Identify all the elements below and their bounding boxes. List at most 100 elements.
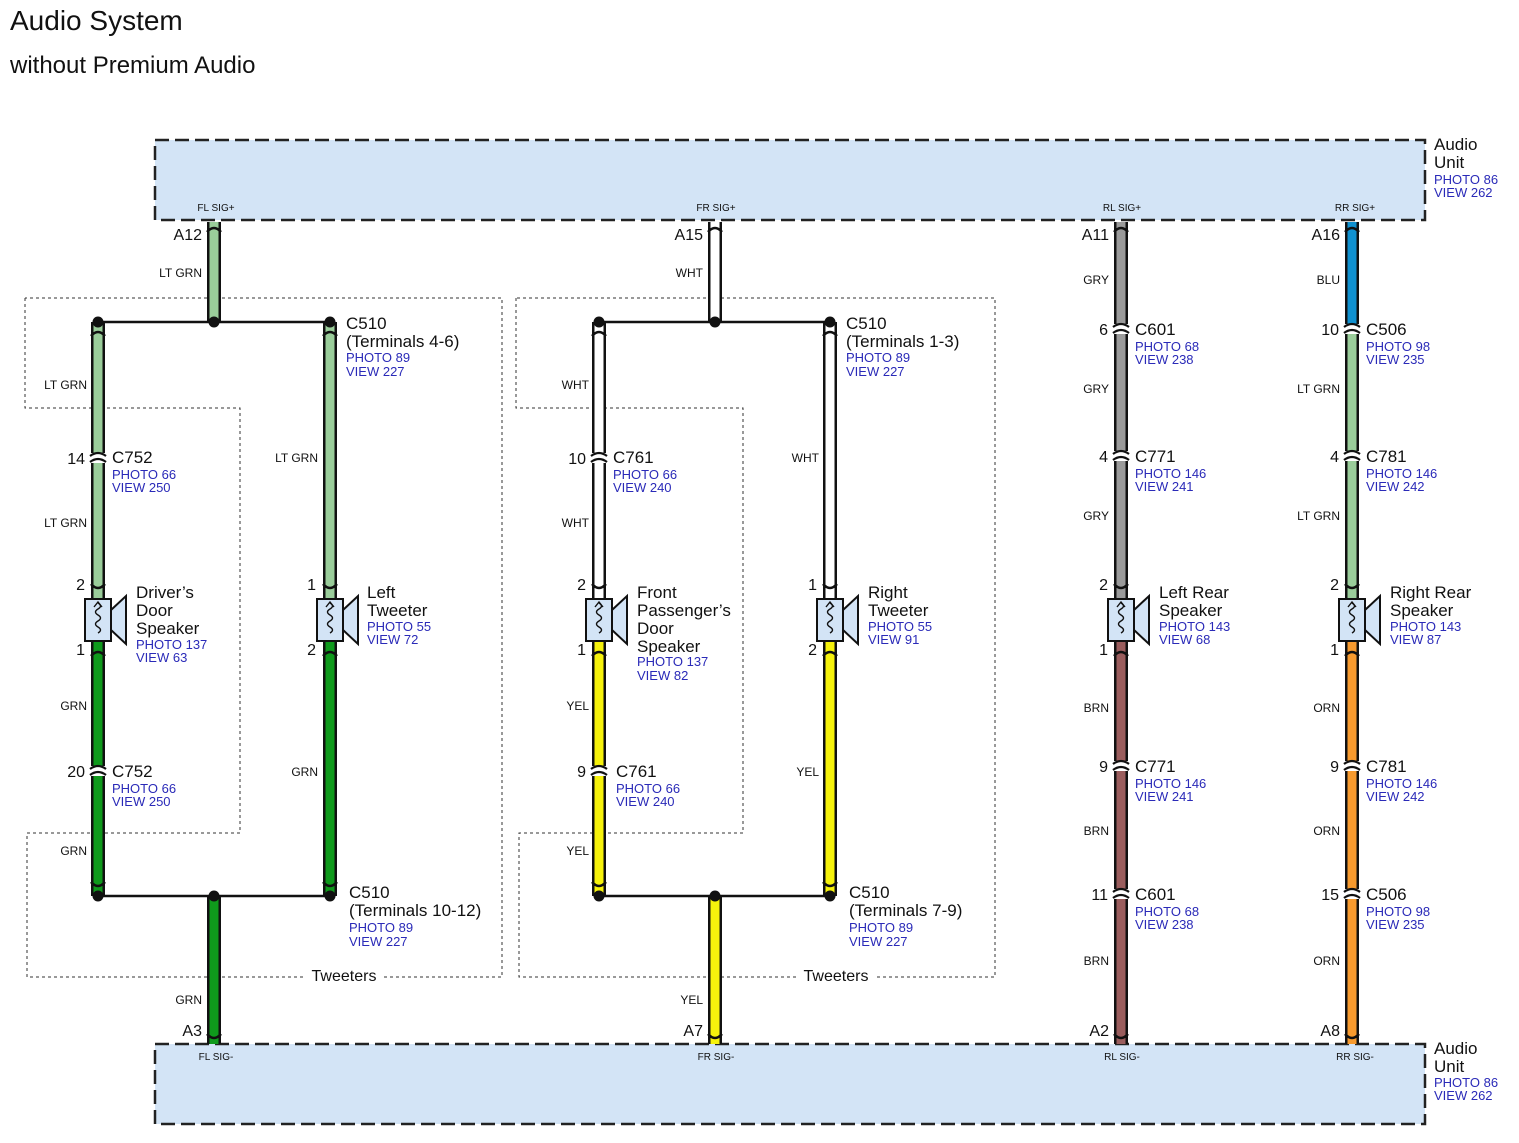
speaker-right-tweeter-icon-cone	[842, 593, 859, 647]
svg-text:PHOTO 89: PHOTO 89	[349, 920, 413, 935]
svg-text:PHOTO 146: PHOTO 146	[1366, 466, 1437, 481]
speaker-left-tweeter-icon-body	[316, 598, 344, 642]
svg-text:Audio: Audio	[1434, 1039, 1477, 1058]
svg-text:PHOTO 66: PHOTO 66	[112, 781, 176, 796]
svg-text:C752: C752	[112, 448, 153, 467]
inline-c601-11-arc-top	[1112, 887, 1130, 893]
connector-c761-9: 9 C761 PHOTO 66 VIEW 240	[577, 762, 680, 809]
signal-fr-minus: FR SIG-	[698, 1052, 735, 1063]
svg-text:Unit: Unit	[1434, 153, 1465, 172]
junction-dot-2	[92, 890, 104, 902]
svg-text:VIEW 240: VIEW 240	[613, 480, 672, 495]
speaker-drivers-door-label: 2 1 Driver’s Door Speaker PHOTO 137 VIEW…	[76, 577, 207, 665]
wire-label: GRN	[291, 765, 318, 779]
inline-c771-4-arc-top	[1112, 449, 1130, 455]
wire-fl-return-fill	[209, 896, 219, 1044]
terminal-cap-bottom-1	[707, 1033, 723, 1040]
connector-c771-9: 9 C771 PHOTO 146 VIEW 241	[1099, 757, 1206, 804]
speaker-right-rear-icon-cap-top	[1344, 583, 1360, 590]
wire-label: BRN	[1084, 824, 1109, 838]
svg-text:Passenger’s: Passenger’s	[637, 601, 731, 620]
c510-cap-bottom-2	[591, 881, 607, 888]
speaker-drivers-door-icon-cone	[110, 593, 127, 647]
wire-left-tweeter-top-fill	[325, 322, 335, 598]
inline-c506-15-arc-top	[1343, 887, 1361, 893]
pin-a15: A15	[675, 227, 704, 244]
svg-text:1: 1	[307, 577, 316, 594]
wire-label: GRY	[1083, 382, 1109, 396]
page-title: Audio System	[10, 5, 183, 36]
c510-cap-bottom-3	[822, 881, 838, 888]
svg-text:1: 1	[577, 642, 586, 659]
audio-unit-bottom-label: Audio Unit PHOTO 86 VIEW 262	[1434, 1039, 1498, 1103]
junction-dot-3	[324, 890, 336, 902]
pin-a7: A7	[683, 1023, 703, 1040]
inline-c761-10-arc-top	[590, 451, 608, 457]
svg-text:2: 2	[307, 642, 316, 659]
svg-text:PHOTO 68: PHOTO 68	[1135, 904, 1199, 919]
speaker-right-tweeter-icon-coil	[826, 602, 834, 634]
svg-text:15: 15	[1321, 887, 1339, 904]
junction-dot-1	[324, 316, 336, 328]
wire-right-tweeter-bottom-fill	[825, 642, 835, 896]
svg-text:Unit: Unit	[1434, 1057, 1465, 1076]
inline-c761-9-arc-bot	[590, 770, 608, 776]
svg-text:Speaker: Speaker	[1390, 601, 1454, 620]
wire-label: BRN	[1084, 701, 1109, 715]
signal-fl-minus: FL SIG-	[199, 1052, 234, 1063]
svg-text:VIEW 227: VIEW 227	[346, 364, 405, 379]
wire-label: WHT	[562, 516, 590, 530]
wire-label: GRY	[1083, 273, 1109, 287]
connector-c771-4: 4 C771 PHOTO 146 VIEW 241	[1099, 447, 1206, 494]
connector-c761-10: 10 C761 PHOTO 66 VIEW 240	[568, 448, 677, 495]
signal-rl-plus: RL SIG+	[1103, 203, 1141, 214]
c510-cap-top-2	[591, 330, 607, 337]
audio-unit-top-label: Audio Unit PHOTO 86 VIEW 262	[1434, 135, 1498, 200]
svg-text:VIEW 242: VIEW 242	[1366, 479, 1425, 494]
svg-text:PHOTO 146: PHOTO 146	[1366, 776, 1437, 791]
svg-text:Right Rear: Right Rear	[1390, 583, 1472, 602]
inline-c752-20-arc-top	[89, 764, 107, 770]
pin-a16: A16	[1312, 227, 1341, 244]
terminal-cap-bottom-3	[1344, 1033, 1360, 1040]
speaker-left-tweeter-label: 1 2 Left Tweeter PHOTO 55 VIEW 72	[307, 577, 431, 659]
svg-text:9: 9	[1330, 759, 1339, 776]
inline-c752-14-arc-bot	[89, 457, 107, 463]
speaker-left-rear-icon-cone	[1133, 593, 1150, 647]
wire-label: YEL	[796, 765, 819, 779]
speaker-right-rear-icon-coil-arrow	[1347, 600, 1357, 608]
terminal-cap-bottom-2	[1113, 1033, 1129, 1040]
inline-c601-11-arc-bot	[1112, 893, 1130, 899]
speaker-drivers-door-icon-coil	[94, 602, 102, 634]
pin-a12: A12	[174, 227, 203, 244]
svg-text:(Terminals 10-12): (Terminals 10-12)	[349, 901, 481, 920]
wire-label: YEL	[566, 699, 589, 713]
junction-dot-5	[824, 316, 836, 328]
svg-text:VIEW 250: VIEW 250	[112, 480, 171, 495]
svg-text:C771: C771	[1135, 757, 1176, 776]
c510-cap-top-1	[322, 330, 338, 337]
svg-text:VIEW 240: VIEW 240	[616, 794, 675, 809]
terminal-cap-bottom-0	[206, 1033, 222, 1040]
svg-text:C761: C761	[616, 762, 657, 781]
speaker-left-rear-icon-coil-arrow	[1116, 600, 1126, 608]
wire-label: LT GRN	[44, 516, 87, 530]
svg-text:1: 1	[808, 577, 817, 594]
connector-c510-terminals-7-9: C510 (Terminals 7-9) PHOTO 89 VIEW 227	[849, 883, 962, 949]
svg-text:(Terminals 7-9): (Terminals 7-9)	[849, 901, 962, 920]
svg-text:C601: C601	[1135, 885, 1176, 904]
svg-text:Left: Left	[367, 583, 396, 602]
svg-text:2: 2	[1099, 577, 1108, 594]
connector-c781-4: 4 C781 PHOTO 146 VIEW 242	[1330, 447, 1437, 494]
svg-text:Door: Door	[136, 601, 173, 620]
svg-text:VIEW 72: VIEW 72	[367, 632, 418, 647]
connector-c506-10: 10 C506 PHOTO 98 VIEW 235	[1321, 320, 1430, 367]
wire-left-tweeter-bottom-fill	[325, 642, 335, 896]
svg-text:C771: C771	[1135, 447, 1176, 466]
inline-c752-14-arc-top	[89, 451, 107, 457]
inline-c771-9-arc-top	[1112, 759, 1130, 765]
speaker-front-passengers-door-icon-body	[585, 598, 613, 642]
c510-cap-top-0	[90, 330, 106, 337]
wire-label: WHT	[792, 451, 820, 465]
signal-rr-minus: RR SIG-	[1336, 1052, 1374, 1063]
